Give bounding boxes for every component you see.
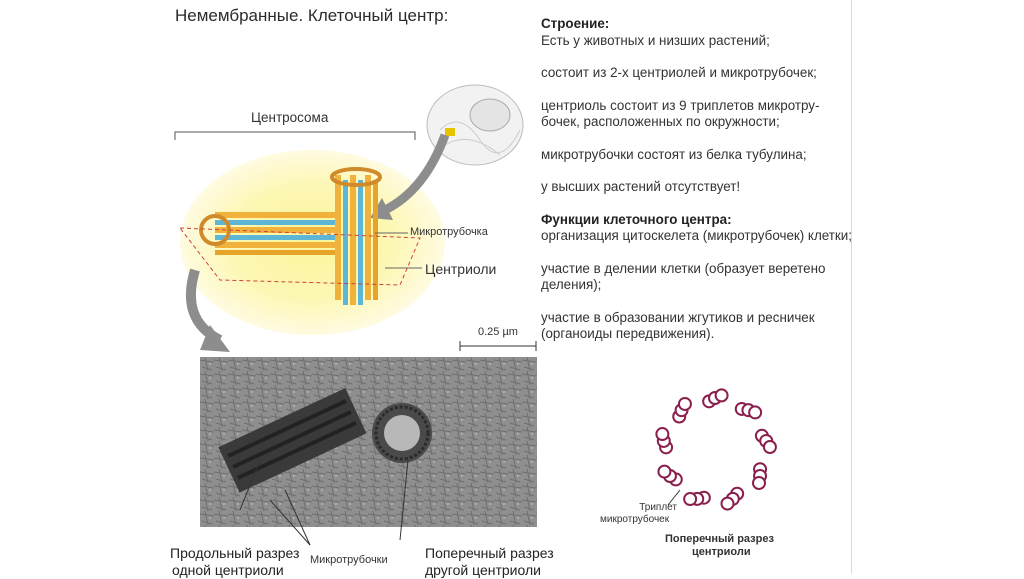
structure-item: у высших растений отсутствует! [541,179,853,196]
em-pointer-lines [230,450,450,560]
centrosome-diagram [160,40,530,360]
cross-caption-1: Поперечный разрез [425,545,554,562]
function-item: организация цитоскелета (микротрубочек) … [541,228,853,245]
microtubule-triplet [703,389,727,407]
cross-section-caption-2: центриоли [692,546,751,558]
longitudinal-caption-1: Продольный разрез [170,545,299,562]
microtubules-label: Микротрубочки [310,554,388,566]
cross-section-caption-1: Поперечный разрез [665,533,774,545]
centrosome-brace [175,132,415,140]
scale-bar [458,338,538,352]
microtubule-triplet [684,492,710,505]
triplet-label-2: микротрубочек [600,514,669,525]
triplet-label-1: Триплет [613,502,677,513]
longitudinal-caption-2: одной центриоли [172,562,284,579]
info-panel: Строение: Есть у животных и низших расте… [541,16,853,343]
structure-item: Есть у животных и низших растений; [541,33,853,50]
function-item: участие в делении клетки (образует верет… [541,261,853,294]
triplet-ring [656,389,776,509]
microtubule-label: Микротрубочка [410,226,488,238]
microtubule-triplet [756,430,776,453]
slide-title: Немембранные. Клеточный центр: [175,6,448,26]
structure-heading: Строение: [541,16,853,33]
microtubule-triplet [721,488,743,510]
centrosome-label: Центросома [251,110,328,125]
centrioles-label: Центриоли [425,261,496,277]
function-item: участие в образовании жгутиков и ресниче… [541,310,853,343]
structure-item: центриоль состоит из 9 триплетов микротр… [541,98,853,131]
functions-heading: Функции клеточного центра: [541,212,853,229]
pointer-arrow-bottom [191,270,220,340]
pointer-arrow-top [385,135,445,210]
structure-item: состоит из 2-х центриолей и микротрубоче… [541,65,853,82]
scale-label: 0.25 µm [478,326,518,338]
microtubule-triplet [736,403,761,418]
structure-item: микротрубочки состоят из белка тубулина; [541,147,853,164]
microtubule-triplet [753,463,766,489]
microtubule-triplet [673,398,691,423]
microtubule-triplet [656,428,672,453]
cross-caption-2: другой центриоли [425,562,541,579]
microtubule-triplet [658,466,681,486]
